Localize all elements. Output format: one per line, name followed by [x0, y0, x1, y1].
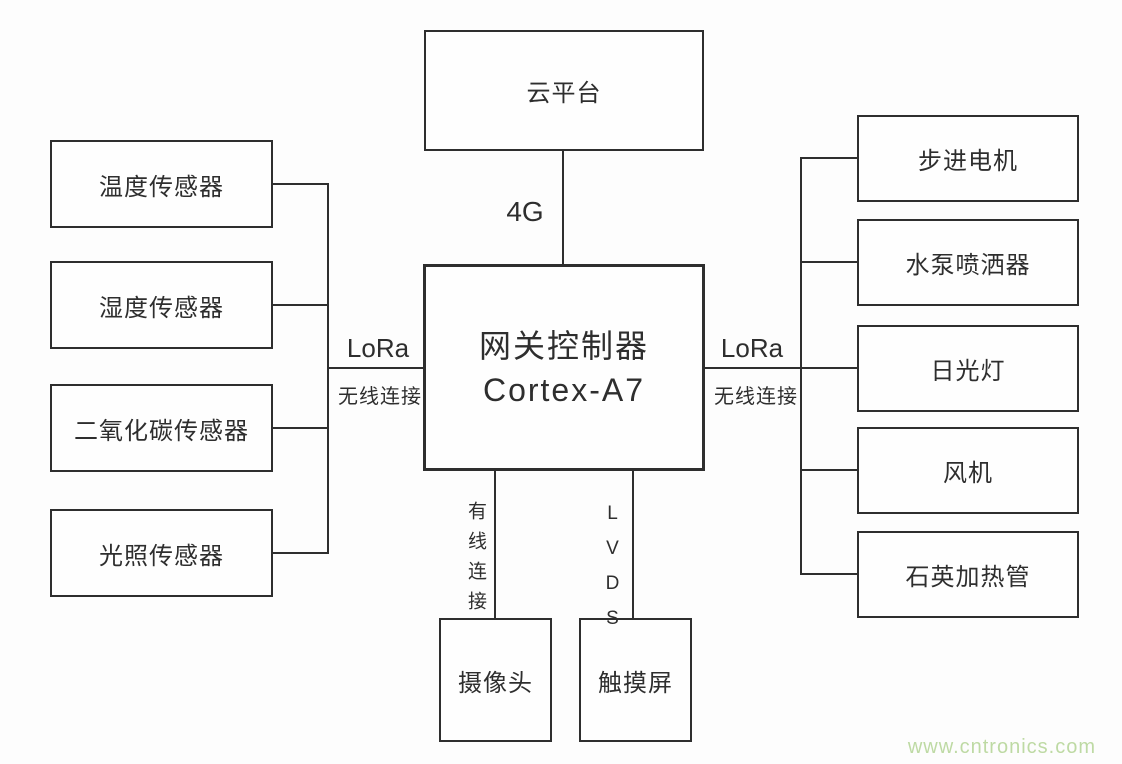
node-temperature-sensor-label: 温度传感器: [99, 173, 224, 201]
right-connector-stepper: [801, 157, 857, 159]
node-humidity-sensor-label: 湿度传感器: [99, 294, 224, 322]
link-label-lvds: LVDS: [602, 503, 623, 643]
link-label-4g: 4G: [506, 196, 544, 227]
node-camera: 摄像头: [439, 618, 552, 742]
node-quartz-heater-label: 石英加热管: [905, 564, 1031, 591]
link-label-lora-left: LoRa: [346, 333, 410, 363]
left-connector-co2: [272, 427, 329, 429]
gateway-subtitle: Cortex-A7: [482, 371, 646, 408]
lvds-link-line: [632, 470, 634, 618]
link-label-lora-right: LoRa: [720, 333, 784, 363]
node-humidity-sensor: 湿度传感器: [50, 261, 273, 349]
right-connector-pump: [801, 261, 857, 263]
left-connector-humidity: [272, 304, 329, 306]
left-lora-line: [327, 367, 423, 369]
node-touchscreen-label: 触摸屏: [598, 669, 673, 697]
node-co2-sensor-label: 二氧化碳传感器: [74, 417, 249, 445]
right-connector-fan: [801, 469, 857, 471]
node-touchscreen: 触摸屏: [579, 618, 692, 742]
node-cloud-platform-label: 云平台: [526, 80, 602, 107]
right-connector-heater: [801, 573, 857, 575]
right-bus-line: [800, 157, 802, 575]
link-label-wireless-right: 无线连接: [714, 386, 798, 408]
camera-link-line: [494, 470, 496, 618]
node-stepper-motor: 步进电机: [857, 115, 1079, 202]
node-light-sensor-label: 光照传感器: [99, 542, 224, 570]
node-gateway-controller: 网关控制器 Cortex-A7: [423, 264, 705, 471]
node-water-pump-sprayer-label: 水泵喷洒器: [905, 252, 1031, 279]
gateway-title: 网关控制器: [478, 327, 649, 364]
node-fan-label: 风机: [943, 460, 993, 487]
left-connector-light: [272, 552, 329, 554]
node-water-pump-sprayer: 水泵喷洒器: [857, 219, 1079, 306]
node-fan: 风机: [857, 427, 1079, 514]
link-4g-line: [562, 151, 564, 264]
node-cloud-platform: 云平台: [424, 30, 704, 151]
node-co2-sensor: 二氧化碳传感器: [50, 384, 273, 472]
node-fluorescent-lamp: 日光灯: [857, 325, 1079, 412]
watermark-text: www.cntronics.com: [907, 736, 1096, 758]
node-stepper-motor-label: 步进电机: [918, 148, 1018, 175]
link-label-wired-connection: 有线连接: [465, 501, 486, 621]
node-fluorescent-lamp-label: 日光灯: [930, 358, 1006, 385]
node-quartz-heater: 石英加热管: [857, 531, 1079, 618]
left-connector-temperature: [272, 183, 329, 185]
node-light-sensor: 光照传感器: [50, 509, 273, 597]
node-camera-label: 摄像头: [458, 669, 533, 697]
right-lora-line: [704, 367, 857, 369]
node-temperature-sensor: 温度传感器: [50, 140, 273, 228]
link-label-wireless-left: 无线连接: [338, 386, 422, 408]
